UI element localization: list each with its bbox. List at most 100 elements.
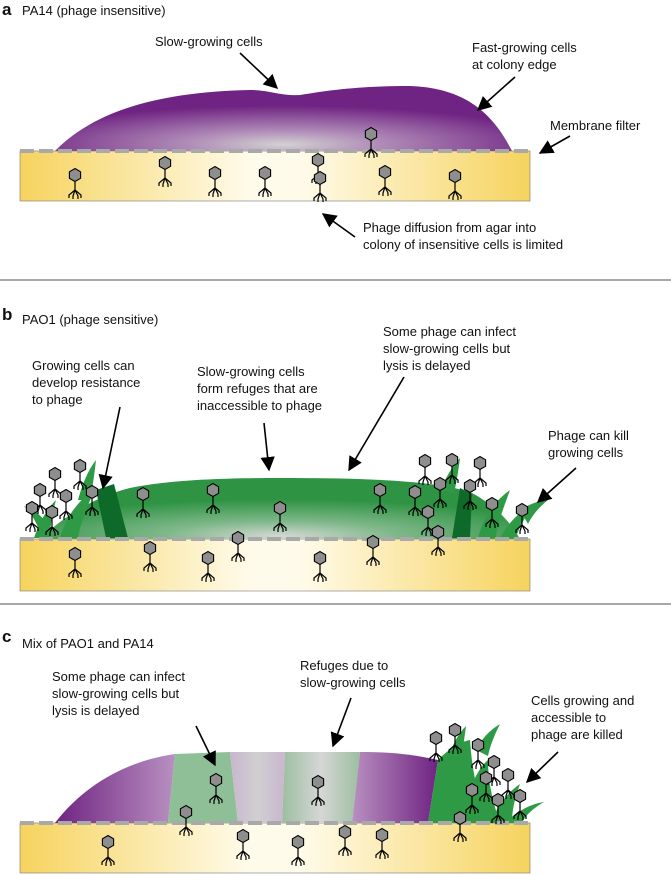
phage-head	[373, 482, 387, 498]
membrane-segment	[286, 537, 300, 541]
membrane-segment	[58, 821, 72, 825]
membrane-segment	[210, 149, 224, 153]
arrow	[476, 76, 516, 111]
label-line: growing cells	[548, 445, 624, 460]
phage-head	[448, 722, 462, 738]
purple-colony-a	[55, 86, 512, 151]
membrane-segment	[229, 821, 243, 825]
membrane-segment	[77, 821, 91, 825]
phage-tail	[143, 554, 157, 572]
phage-tail	[471, 751, 485, 769]
phage-tail	[515, 516, 529, 534]
label-refuges-b: Slow-growing cells form refuges that are…	[197, 364, 322, 413]
membrane-segment	[362, 821, 376, 825]
phage-tail	[201, 564, 215, 582]
membrane-segment	[39, 821, 53, 825]
membrane-segment	[381, 537, 395, 541]
membrane-segment	[476, 821, 490, 825]
membrane-segment	[248, 537, 262, 541]
phage	[136, 486, 150, 518]
phage-head	[68, 546, 82, 562]
phage-head	[33, 482, 47, 498]
phage-head	[68, 167, 82, 183]
membrane-segment	[324, 537, 338, 541]
phage-tail	[291, 848, 305, 866]
phage-tail	[491, 806, 505, 824]
label-infect-delayed-c: Some phage can infect slow-growing cells…	[52, 669, 189, 718]
phage-head	[338, 824, 352, 840]
membrane-segment	[210, 821, 224, 825]
membrane-segment	[77, 149, 91, 153]
membrane-segment	[134, 821, 148, 825]
phage-head	[45, 504, 59, 520]
membrane-segment	[343, 537, 357, 541]
arrow	[239, 52, 279, 89]
phage-head	[429, 730, 443, 746]
phage	[366, 534, 380, 566]
membrane-segment	[58, 537, 72, 541]
phage-tail	[101, 848, 115, 866]
phage-head	[313, 170, 327, 186]
label-cells-killed: Cells growing and accessible to phage ar…	[531, 693, 638, 742]
phage-tail	[158, 169, 172, 187]
phage-head	[136, 486, 150, 502]
label-line: Some phage can infect	[52, 669, 185, 684]
label-line: lysis is delayed	[383, 358, 470, 373]
phage-tail	[311, 788, 325, 806]
phage	[59, 488, 73, 520]
membrane-segment	[134, 537, 148, 541]
phage-head	[209, 772, 223, 788]
label-phage-diffusion: Phage diffusion from agar into colony of…	[363, 220, 563, 252]
phage	[45, 504, 59, 536]
phage	[378, 164, 392, 196]
phage-head	[206, 482, 220, 498]
label-line: Cells growing and	[531, 693, 634, 708]
phage	[273, 500, 287, 532]
phage-tail	[375, 841, 389, 859]
phage-head	[408, 484, 422, 500]
agar-plate-b	[19, 538, 531, 592]
phage-tail	[209, 786, 223, 804]
phage-tail	[59, 502, 73, 520]
phage-head	[208, 165, 222, 181]
membrane-segment	[115, 821, 129, 825]
membrane-segment	[172, 537, 186, 541]
membrane-segment	[438, 821, 452, 825]
label-line: develop resistance	[32, 375, 140, 390]
membrane-segment	[438, 149, 452, 153]
membrane-segment	[191, 537, 205, 541]
phage-head	[448, 168, 462, 184]
membrane-segment	[495, 149, 509, 153]
membrane-segment	[419, 821, 433, 825]
phage-head	[25, 500, 39, 516]
phage-tail	[378, 178, 392, 196]
phage-tail	[236, 842, 250, 860]
phage-head	[258, 165, 272, 181]
phage-tail	[448, 736, 462, 754]
phage	[463, 478, 477, 510]
label-line: Phage diffusion from agar into	[363, 220, 536, 235]
phage-tail	[25, 514, 39, 532]
phage	[236, 828, 250, 860]
membrane-segment	[514, 821, 528, 825]
membrane-segment	[153, 149, 167, 153]
membrane-segment	[58, 149, 72, 153]
phage-tail	[68, 181, 82, 199]
panel-c-letter: c	[2, 627, 11, 646]
label-line: slow-growing cells but	[52, 686, 180, 701]
phage	[291, 834, 305, 866]
phage	[431, 524, 445, 556]
phage	[515, 502, 529, 534]
panel-a-title: PA14 (phage insensitive)	[22, 3, 166, 18]
phage-head	[311, 774, 325, 790]
phage-head	[487, 754, 501, 770]
phage-head	[143, 540, 157, 556]
phage	[201, 550, 215, 582]
purple-colony-c-mid	[230, 752, 285, 823]
phage-head	[366, 534, 380, 550]
phage-tail	[429, 744, 443, 762]
arrow	[98, 406, 121, 490]
phage	[258, 165, 272, 197]
panel-c: c Mix of PAO1 and PA14	[2, 627, 638, 874]
phage-head	[313, 550, 327, 566]
